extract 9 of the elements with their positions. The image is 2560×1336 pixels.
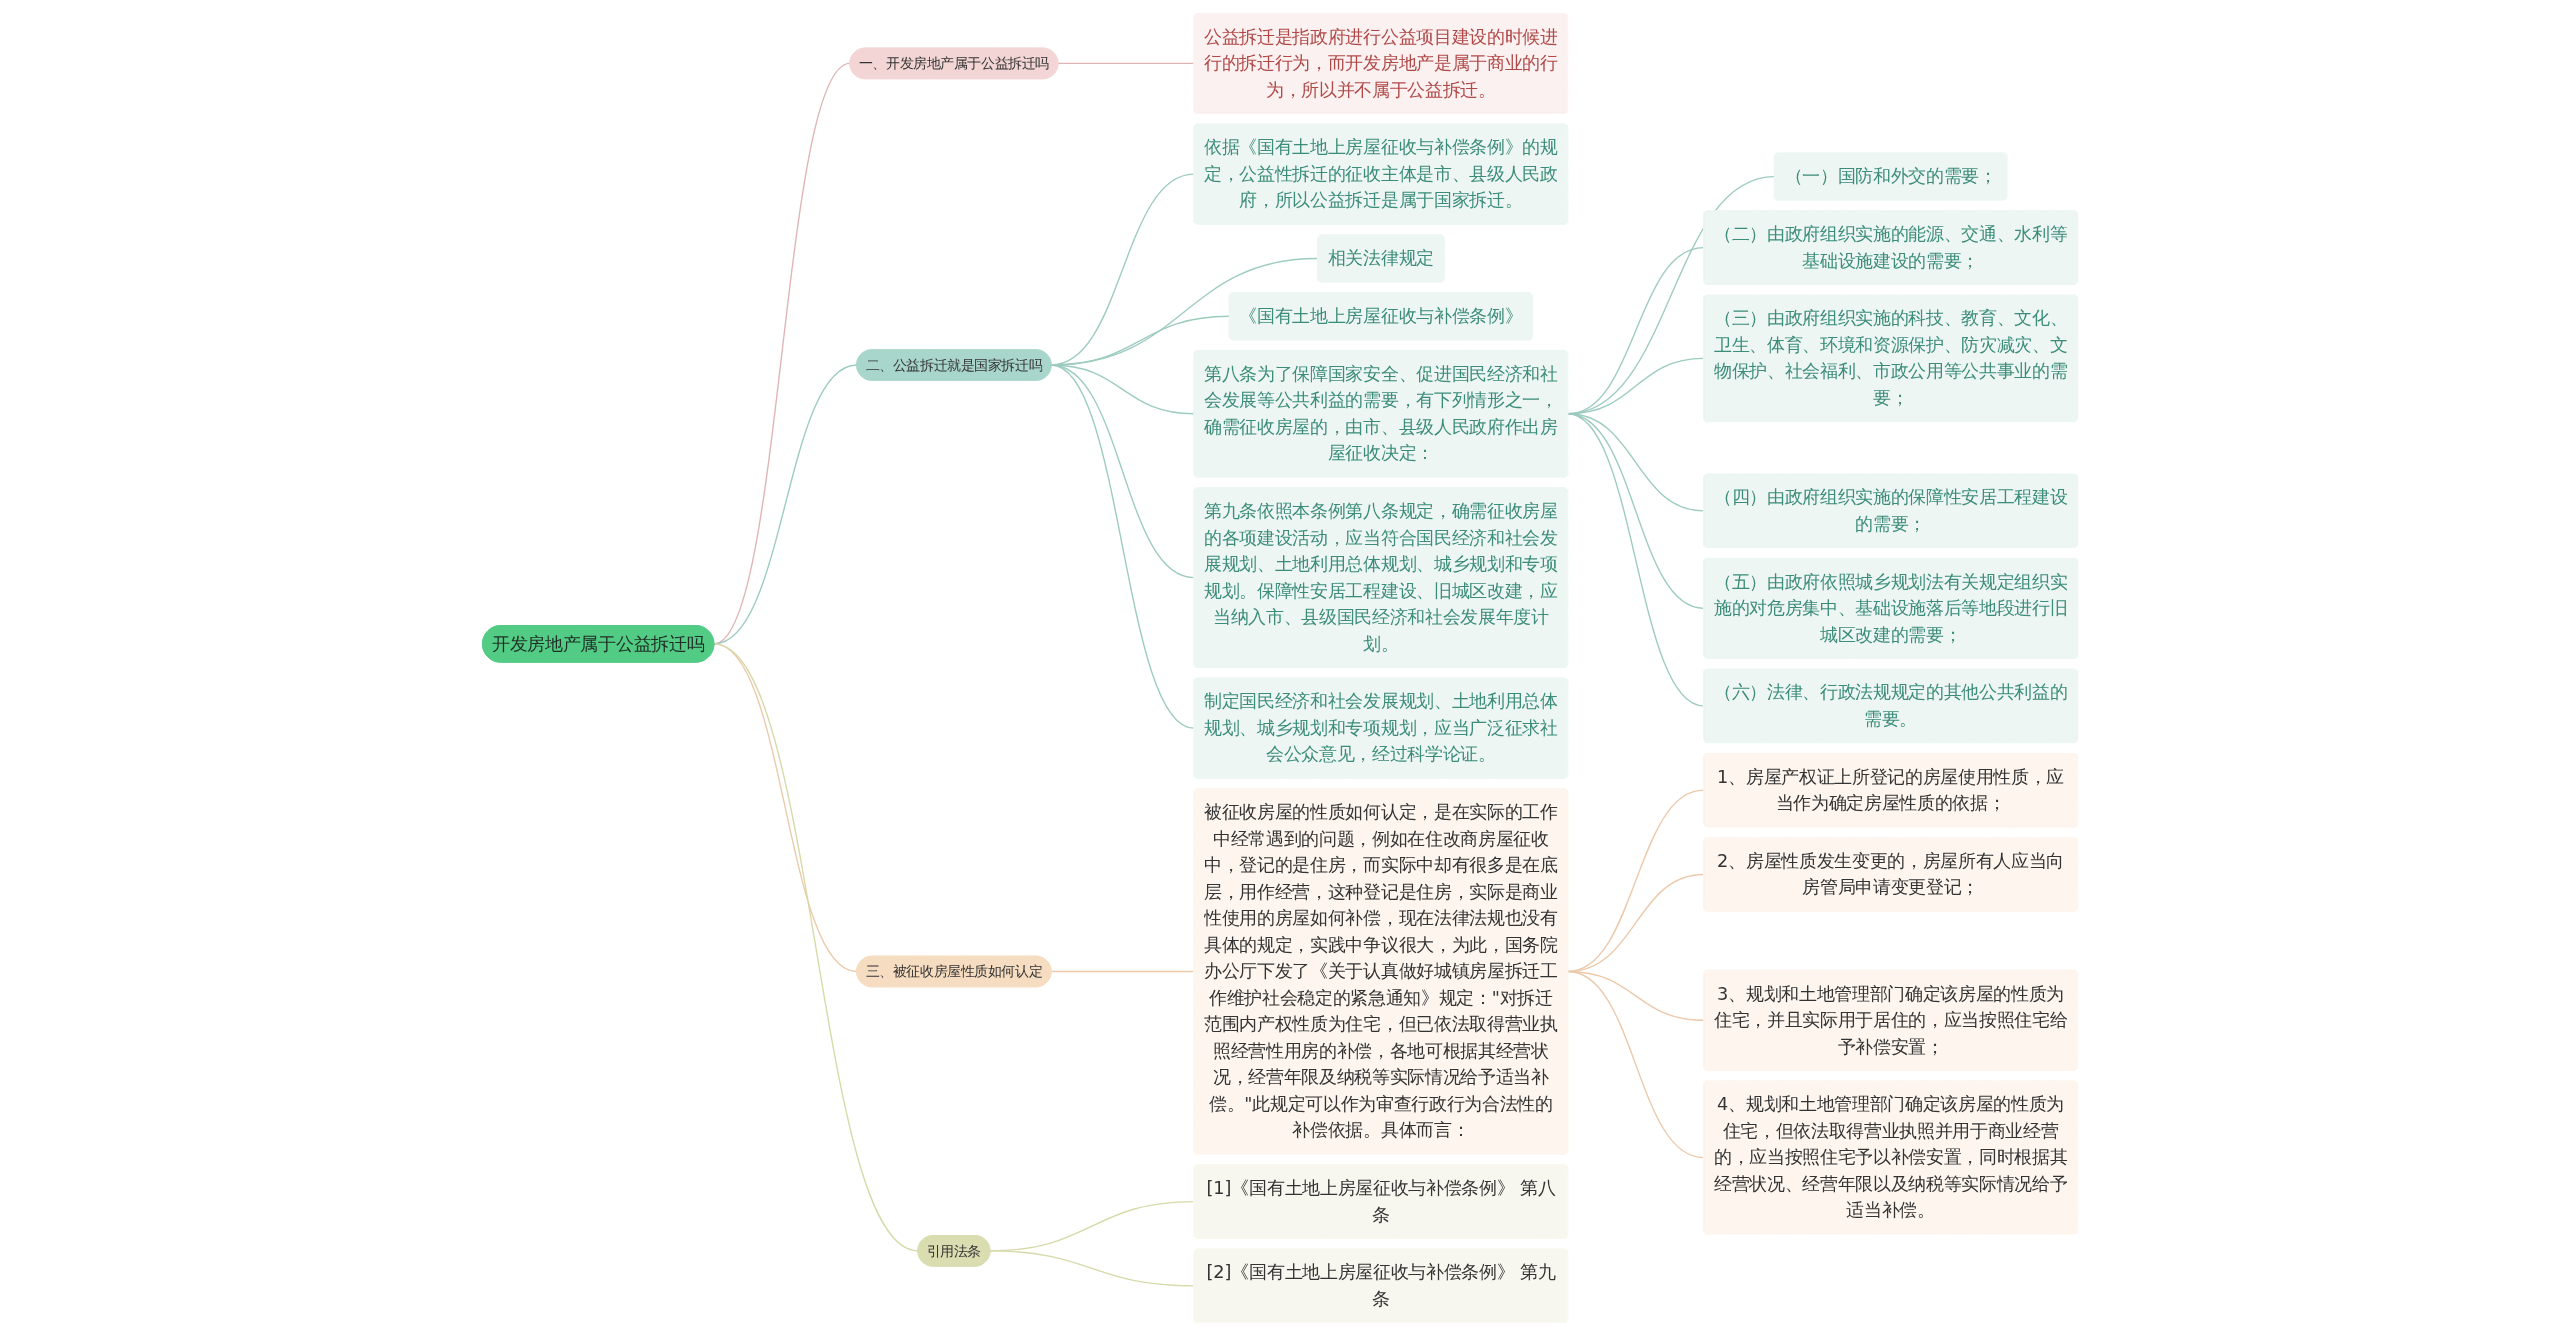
connector <box>713 643 919 1252</box>
connector <box>1050 970 1195 973</box>
connector <box>989 1250 1195 1287</box>
connector <box>1050 364 1195 579</box>
connector <box>1057 62 1195 65</box>
connector <box>1050 364 1195 729</box>
connector <box>1567 970 1705 1159</box>
connector <box>1050 364 1195 415</box>
connector <box>1567 413 1705 707</box>
